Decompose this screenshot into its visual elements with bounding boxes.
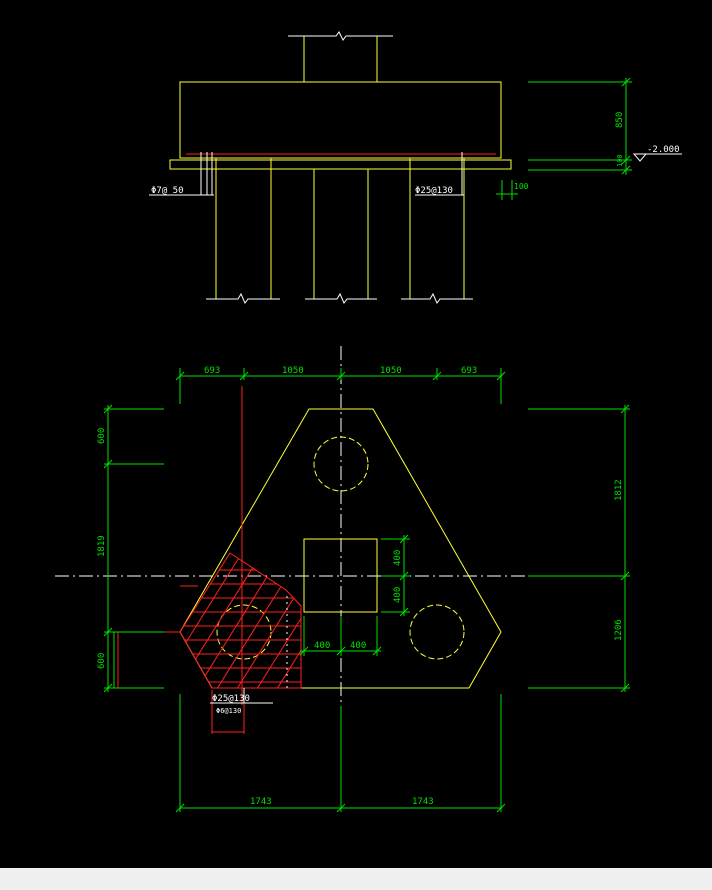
dim-bottom-2: 1743 bbox=[412, 797, 434, 807]
bedding-layer bbox=[169, 159, 512, 170]
dim-column-v1: 400 bbox=[393, 550, 403, 566]
plan-dim-top: 693 1050 1050 693 bbox=[175, 366, 506, 404]
dim-top-1: 693 bbox=[204, 366, 220, 376]
dim-right-1: 1812 bbox=[614, 479, 624, 501]
plan-dim-left: 600 1819 600 bbox=[97, 404, 164, 693]
dim-top-4: 693 bbox=[461, 366, 477, 376]
dim-column-h2: 400 bbox=[350, 641, 366, 651]
pile-cap-body bbox=[179, 81, 502, 159]
column-dim-horizontal: 400 400 bbox=[299, 616, 382, 656]
piles bbox=[206, 158, 473, 304]
label-plan-rebar: Φ25@130 bbox=[212, 694, 250, 704]
pile-cap-drawing: Φ7@ 50 Φ25@130 850 100 -2.000 100 bbox=[55, 31, 682, 813]
column-section bbox=[303, 538, 378, 613]
plan-dim-bottom: 1743 1743 bbox=[175, 694, 506, 813]
dim-cap-height: 850 bbox=[615, 112, 625, 128]
plan-dim-right: 1812 1206 bbox=[528, 404, 630, 693]
label-rebar-right: Φ25@130 bbox=[415, 186, 453, 196]
dim-offset: 100 bbox=[514, 182, 529, 191]
leader-rebar-left bbox=[149, 152, 214, 196]
plan-view: Φ25@130 Φ6@130 693 1050 1050 693 1743 17… bbox=[55, 346, 630, 813]
dim-left-2: 1819 bbox=[97, 535, 107, 557]
status-bar bbox=[0, 868, 712, 890]
label-plan-rebar-sub: Φ6@130 bbox=[216, 707, 241, 715]
level-mark: -2.000 bbox=[632, 145, 682, 162]
label-rebar-left: Φ7@ 50 bbox=[151, 186, 184, 196]
dim-column-v2: 400 bbox=[393, 587, 403, 603]
level-mark-text: -2.000 bbox=[647, 145, 680, 155]
dim-top-2: 1050 bbox=[282, 366, 304, 376]
dim-right-2: 1206 bbox=[614, 619, 624, 641]
column-stub bbox=[303, 36, 378, 82]
dim-bottom-1: 1743 bbox=[250, 797, 272, 807]
rebar-hatch bbox=[179, 386, 302, 705]
column-break-line bbox=[288, 31, 393, 41]
pile-right bbox=[409, 604, 465, 660]
elevation-dim-offset: 100 bbox=[496, 180, 529, 200]
leader-plan-rebar bbox=[210, 688, 273, 704]
elevation-view: Φ7@ 50 Φ25@130 850 100 -2.000 100 bbox=[149, 31, 682, 304]
dim-column-h1: 400 bbox=[314, 641, 330, 651]
elevation-dim-right: 850 100 bbox=[528, 77, 632, 175]
pile-top bbox=[313, 436, 369, 492]
dim-left-1: 600 bbox=[97, 428, 107, 444]
pile-left bbox=[216, 604, 272, 660]
dim-top-3: 1050 bbox=[380, 366, 402, 376]
column-dim-vertical: 400 400 bbox=[381, 534, 410, 617]
dim-left-3: 600 bbox=[97, 653, 107, 669]
leader-rebar-right bbox=[415, 152, 464, 196]
dim-bedding: 100 bbox=[616, 154, 624, 167]
cad-drawing-canvas[interactable]: Φ7@ 50 Φ25@130 850 100 -2.000 100 bbox=[0, 0, 712, 868]
